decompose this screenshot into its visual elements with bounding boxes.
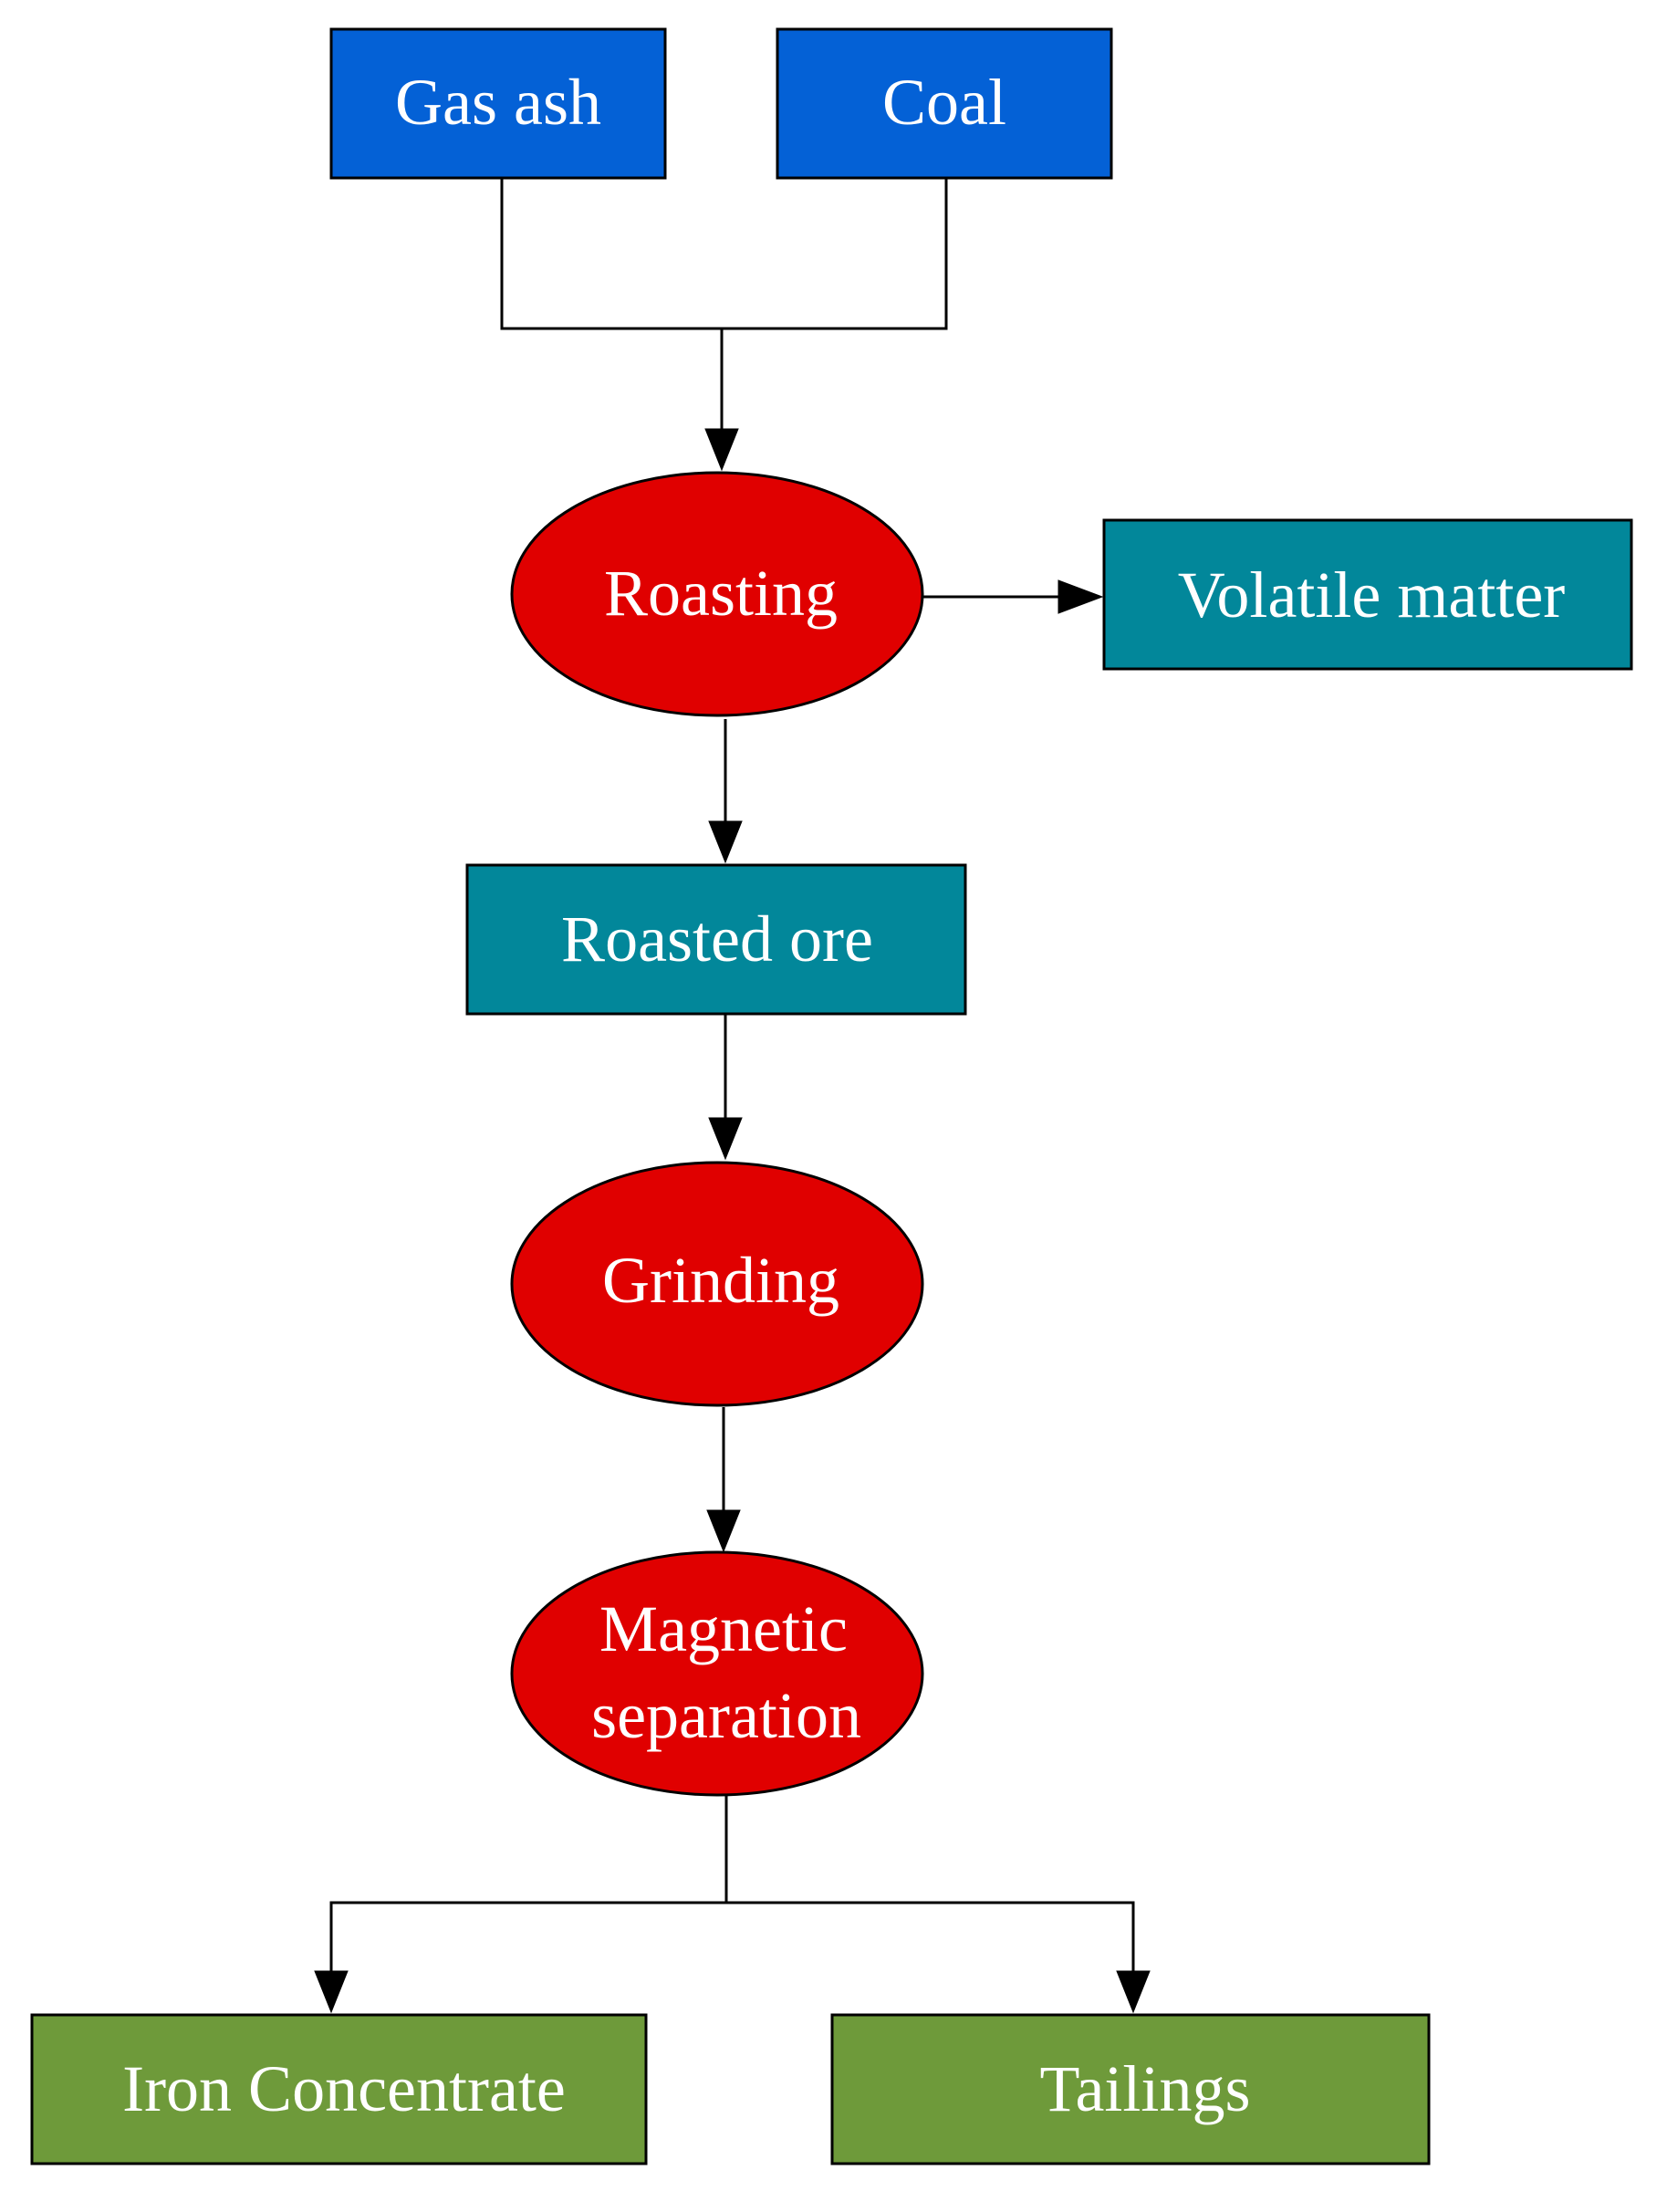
- edge-gas-ash-to-merge: [500, 178, 722, 330]
- node-coal-box: [776, 27, 1113, 180]
- edge-split-to-tailings: [726, 1901, 1135, 1971]
- node-roasting: Roasting: [510, 471, 924, 717]
- node-tailings-label: Tailings: [1040, 2052, 1251, 2125]
- node-gas-ash-label: Gas ash: [395, 66, 601, 139]
- node-grinding: Grinding: [510, 1161, 924, 1407]
- arrowhead-magnetic-in: [706, 1509, 741, 1553]
- node-iron-concentrate-box: [30, 2013, 648, 2165]
- arrowhead-roasting-in: [704, 428, 739, 472]
- node-coal: Coal: [776, 27, 1113, 180]
- node-tailings-box: [830, 2013, 1431, 2165]
- node-grinding-label: Grinding: [602, 1244, 839, 1317]
- node-coal-label: Coal: [882, 66, 1006, 139]
- node-magnetic-separation: Magnetic separation: [510, 1550, 924, 1797]
- node-roasted-ore: Roasted ore: [465, 863, 967, 1016]
- node-gas-ash-box: [329, 27, 667, 180]
- arrowhead-volatile-in: [1058, 579, 1104, 614]
- node-iron-concentrate-label: Iron Concentrate: [122, 2052, 566, 2125]
- node-gas-ash: Gas ash: [329, 27, 667, 180]
- node-roasting-label: Roasting: [604, 557, 838, 630]
- node-volatile-matter-box: [1102, 518, 1633, 671]
- node-volatile-matter-label: Volatile matter: [1178, 558, 1566, 631]
- node-iron-concentrate: Iron Concentrate: [30, 2013, 648, 2165]
- arrowhead-grinding-in: [708, 1117, 743, 1161]
- edge-split-to-iron-concentrate: [329, 1901, 726, 1971]
- node-roasted-ore-label: Roasted ore: [561, 903, 873, 976]
- node-roasted-ore-box: [465, 863, 967, 1016]
- node-magnetic-separation-ellipse: [510, 1550, 924, 1797]
- node-magnetic-separation-label-line2: separation: [591, 1679, 861, 1752]
- node-grinding-ellipse: [510, 1161, 924, 1407]
- arrowhead-roasted-ore-in: [708, 820, 743, 864]
- node-magnetic-separation-label-line1: Magnetic: [599, 1592, 848, 1665]
- edge-coal-to-merge: [722, 178, 948, 330]
- node-roasting-ellipse: [510, 471, 924, 717]
- arrowhead-iron-concentrate-in: [314, 1970, 349, 2014]
- node-volatile-matter: Volatile matter: [1102, 518, 1633, 671]
- node-tailings: Tailings: [830, 2013, 1431, 2165]
- arrowhead-tailings-in: [1116, 1970, 1151, 2014]
- edges: [314, 178, 1151, 2014]
